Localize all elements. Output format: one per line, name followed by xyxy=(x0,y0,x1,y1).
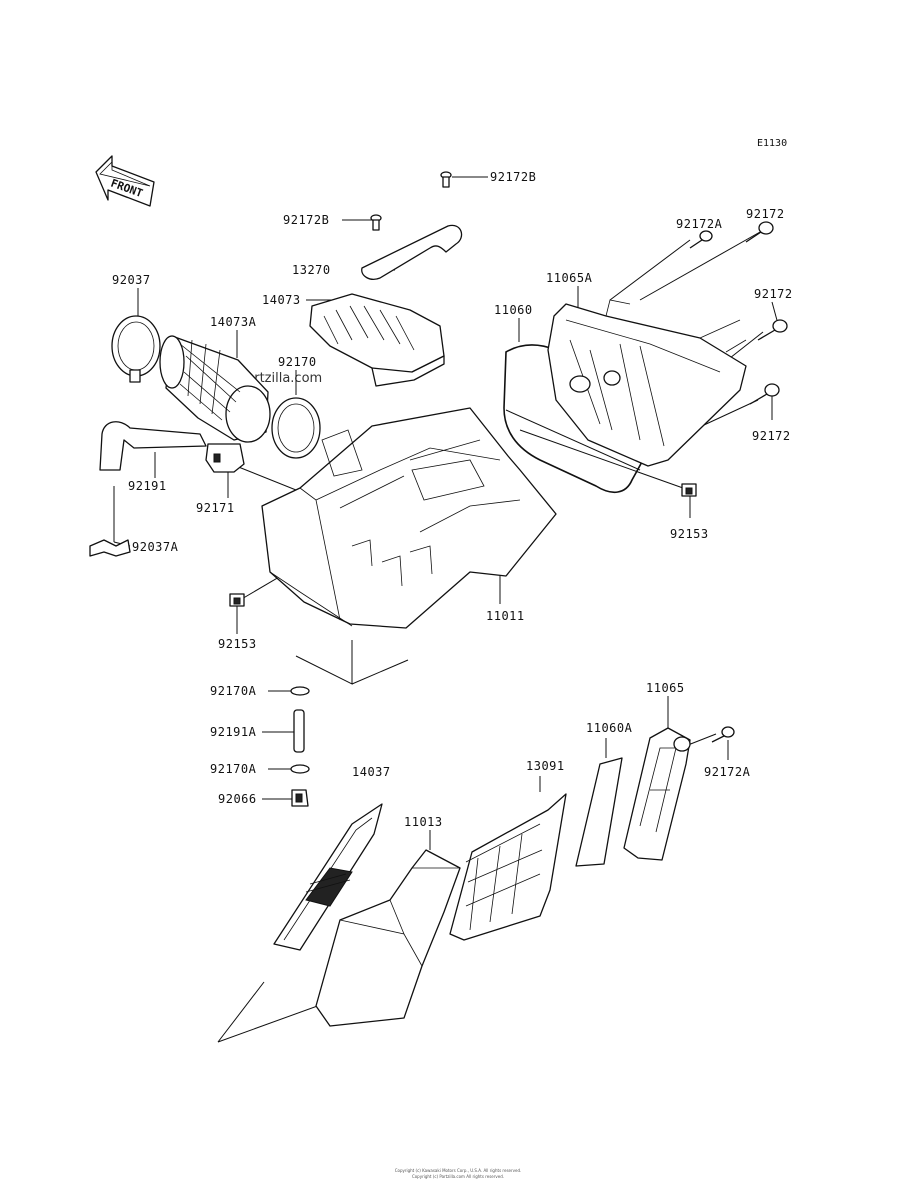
screw-92172a-bot xyxy=(711,726,735,743)
label-13091: 13091 xyxy=(526,759,565,773)
screw-92172b-left xyxy=(370,214,382,231)
screw-92172b-top xyxy=(440,171,452,188)
front-arrow: FRONT xyxy=(95,155,155,207)
leader-lines xyxy=(113,176,779,1043)
label-92171: 92171 xyxy=(196,501,235,515)
bracket-13270 xyxy=(361,224,463,280)
plate-11065 xyxy=(623,727,691,861)
label-92172-mid: 92172 xyxy=(754,287,793,301)
hose-92191a xyxy=(293,709,305,753)
label-14073: 14073 xyxy=(262,293,301,307)
label-13270: 13270 xyxy=(292,263,331,277)
label-92170a-top: 92170A xyxy=(210,684,257,698)
label-92170a-bot: 92170A xyxy=(210,762,257,776)
filter-11013 xyxy=(315,849,461,1027)
label-11011: 11011 xyxy=(486,609,525,623)
grommet-92153-right xyxy=(681,483,697,497)
copyright-line-2: Copyright (c) Partzilla.com All rights r… xyxy=(412,1174,504,1179)
label-92172a-top: 92172A xyxy=(676,217,723,231)
label-92172b-top: 92172B xyxy=(490,170,536,184)
cap-92066 xyxy=(291,789,309,807)
label-92153-left: 92153 xyxy=(218,637,257,651)
label-14073a: 14073A xyxy=(210,315,257,329)
label-92037: 92037 xyxy=(112,273,151,287)
funnel-14073a xyxy=(159,335,271,443)
label-11013: 11013 xyxy=(404,815,443,829)
hose-92191 xyxy=(99,421,207,471)
part-labels: 92172B 92172B 13270 14073 92037 14073A 9… xyxy=(112,170,793,829)
label-92172-top: 92172 xyxy=(746,207,785,221)
clamp-92170a-bot xyxy=(290,764,310,774)
label-92172-low: 92172 xyxy=(752,429,791,443)
screw-92172a-top xyxy=(689,230,713,249)
diagram-code: E1130 xyxy=(757,138,787,149)
clamp-92170a-top xyxy=(290,686,310,696)
clamp-92037 xyxy=(111,315,161,383)
clip-92171 xyxy=(205,443,245,473)
label-92191a: 92191A xyxy=(210,725,257,739)
label-92037a: 92037A xyxy=(132,540,179,554)
clip-92037a xyxy=(89,539,131,557)
gasket-11060 xyxy=(503,344,657,493)
duct-14073 xyxy=(309,293,445,387)
frame-13091 xyxy=(449,793,567,941)
label-92153-right: 92153 xyxy=(670,527,709,541)
label-92172a-bot: 92172A xyxy=(704,765,751,779)
seal-11060a xyxy=(575,757,623,867)
cover-11065a xyxy=(547,299,747,467)
label-92172b-left: 92172B xyxy=(283,213,329,227)
label-11060: 11060 xyxy=(494,303,533,317)
housing-11011 xyxy=(261,407,557,629)
screw-92172-top xyxy=(745,221,774,243)
label-11060a: 11060A xyxy=(586,721,633,735)
label-92191: 92191 xyxy=(128,479,167,493)
copyright-line-1: Copyright (c) Kawasaki Motors Corp., U.S… xyxy=(395,1168,522,1173)
label-14037: 14037 xyxy=(352,765,391,779)
grommet-92153-left xyxy=(229,593,245,607)
screen-14037 xyxy=(273,803,383,951)
clamp-92170 xyxy=(271,397,321,459)
label-11065: 11065 xyxy=(646,681,685,695)
screw-92172-mid xyxy=(757,319,788,341)
label-11065a: 11065A xyxy=(546,271,593,285)
label-92066: 92066 xyxy=(218,792,257,806)
label-92170: 92170 xyxy=(278,355,317,369)
screw-92172-low xyxy=(749,383,780,405)
